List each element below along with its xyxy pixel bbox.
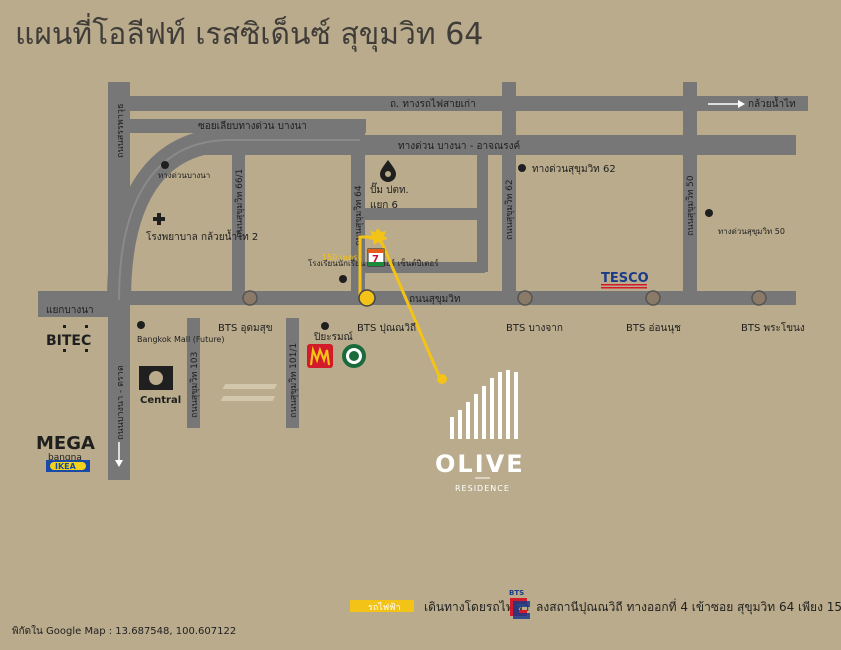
mega-sub-text: bangna	[48, 453, 82, 463]
piyarom-marker	[321, 322, 329, 330]
tesco-stripes-icon	[601, 284, 647, 289]
legend-detail: ลงสถานีปุณณวิถี ทางออกที่ 4 เข้าซอย สุขุ…	[536, 598, 841, 615]
destination-star-icon	[368, 228, 388, 245]
central-logo: Central	[139, 366, 181, 406]
expressway-62-marker	[518, 164, 526, 172]
bts-logo-icon: BTS	[509, 589, 530, 619]
bitec-text: BITEC	[46, 333, 91, 349]
gas-station-icon	[380, 160, 396, 182]
bangkok-mall-marker	[137, 321, 145, 329]
road-soi-101-1	[286, 318, 299, 428]
road-soi-103	[187, 318, 200, 428]
legend-badge-text: รถไฟฟ้า	[368, 602, 401, 613]
label-sanphawut: ถนนสรรพาวุธ	[116, 104, 126, 158]
road-old-railway	[108, 96, 808, 111]
label-gas: ปั๊ม ปตท.	[370, 182, 409, 196]
station-bangchak-marker	[517, 290, 533, 306]
label-expressway-50: ทางด่วนสุขุมวิท 50	[718, 227, 785, 236]
label-distance: 150 เมตร	[322, 253, 358, 262]
label-piyarom: ปิยะรมณ์	[313, 331, 352, 343]
label-bangna-expressway: ทางด่วนบางนา	[158, 171, 210, 180]
poi-markers	[137, 161, 713, 330]
label-expressway-soi: ซอยเลียบทางด่วน บางนา	[198, 120, 307, 132]
road-yaek6	[365, 208, 477, 220]
station-onnut-marker	[645, 290, 661, 306]
mcdonalds-icon	[307, 344, 333, 368]
hospital-icon	[153, 213, 165, 225]
expressway-50-marker	[705, 209, 713, 217]
bts-stations	[242, 289, 767, 307]
road-bangna-trad	[108, 300, 130, 480]
label-station-bangchak: BTS บางจาก	[506, 323, 563, 334]
label-soi-66-1: ถนนสุขุมวิท 66/1	[234, 169, 245, 238]
ikea-text: IKEA	[55, 462, 77, 471]
station-udomsuk-marker	[242, 290, 258, 306]
road-sukhumvit	[38, 291, 796, 305]
road-loop-right	[477, 150, 488, 272]
label-soi-64: ถนนสุขุมวิท 64	[353, 185, 364, 246]
footer-coordinates: พิกัดใน Google Map : 13.687548, 100.6071…	[12, 625, 236, 637]
road-network	[38, 82, 808, 480]
olive-logo: OLIVE RESIDENCE	[220, 370, 525, 493]
label-expressway-62: ทางด่วนสุขุมวิท 62	[532, 164, 616, 175]
label-station-onnut: BTS อ่อนนุช	[626, 323, 681, 334]
label-soi-62: ถนนสุขุมวิท 62	[504, 179, 515, 240]
tesco-logo: TESCO	[601, 271, 649, 286]
olive-name: OLIVE	[435, 450, 525, 478]
arrow-right-icon	[708, 100, 745, 108]
central-text: Central	[140, 395, 181, 406]
mega-ikea-logo: MEGA bangna IKEA	[36, 433, 95, 472]
label-bangna-atnarong: ทางด่วน บางนา - อาจณรงค์	[398, 140, 520, 152]
legend-badge	[350, 600, 414, 612]
station-phrakhanong-marker	[751, 290, 767, 306]
road-loop-bottom	[365, 262, 485, 273]
label-old-railway: ถ. ทางรถไฟสายเก่า	[390, 98, 476, 110]
legend: รถไฟฟ้า เดินทางโดยรถไฟฟ้า BTS ลงสถานีปุณ…	[350, 589, 841, 619]
school-marker	[339, 275, 347, 283]
label-soi-103: ถนนสุขุมวิท 103	[189, 352, 200, 418]
road-expressway-ramp-edge	[118, 139, 360, 301]
label-sukhumvit: ถนนสุขุมวิท	[409, 294, 460, 305]
bangna-expressway-marker	[161, 161, 169, 169]
olive-emblem-icon	[220, 370, 518, 439]
seven-eleven-icon: 7	[367, 248, 385, 267]
road-soi-66-1	[232, 150, 245, 298]
label-station-punnawithi: BTS ปุณณวิถี	[357, 322, 416, 334]
road-soi-62	[502, 82, 516, 297]
label-bangna-trad: ถนนบางนา - ตราด	[116, 365, 126, 440]
label-station-udomsuk: BTS อุดมสุข	[218, 323, 273, 334]
label-to-klongtoei: กล้วยน้ำไท	[748, 96, 796, 110]
olive-sub: RESIDENCE	[455, 484, 510, 493]
starbucks-icon	[342, 344, 366, 368]
arrow-down-icon	[115, 442, 123, 467]
label-soi-101-1: ถนนสุขุมวิท 101/1	[288, 343, 299, 418]
label-hospital: โรงพยาบาล กล้วยน้ำไท 2	[146, 229, 258, 243]
road-bangna-junction	[38, 305, 128, 317]
road-soi-50	[683, 82, 697, 297]
bitec-logo: BITEC	[46, 325, 91, 352]
map-title: แผนที่โอลีฟท์ เรสซิเด็นซ์ สุขุมวิท 64	[15, 13, 483, 53]
mega-text: MEGA	[36, 433, 95, 454]
legend-walk: เดินทางโดยรถไฟฟ้า	[424, 600, 529, 614]
label-soi-50: ถนนสุขุมวิท 50	[685, 175, 696, 236]
label-station-phrakhanong: BTS พระโขนง	[741, 321, 805, 334]
seven-logo-text: 7	[372, 254, 379, 265]
station-punnawithi-marker	[358, 289, 376, 307]
bts-logo-text: BTS	[509, 589, 524, 597]
label-yaek6: แยก 6	[370, 200, 398, 211]
label-bangna-junction: แยกบางนา	[46, 305, 94, 316]
label-bangkok-mall: Bangkok Mall (Future)	[137, 335, 224, 344]
